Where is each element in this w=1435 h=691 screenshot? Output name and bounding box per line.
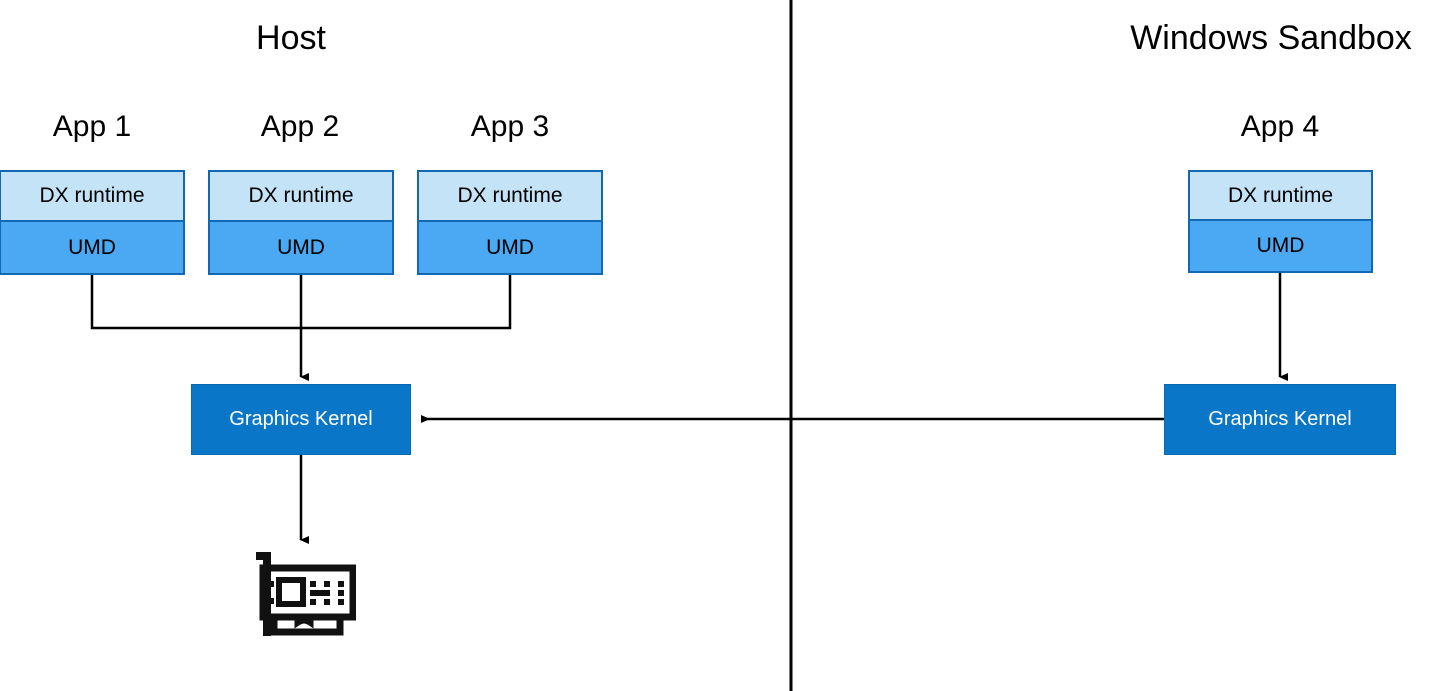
app-title-app-2: App 2 [260, 110, 340, 143]
app-title-app-4: App 4 [1240, 110, 1320, 143]
app-stack-app-1: DX runtime UMD [0, 170, 185, 275]
app-title-app-3: App 3 [470, 110, 550, 143]
layer-dx-runtime-app-3: DX runtime [419, 172, 601, 222]
graphics-kernel-sandbox: Graphics Kernel [1164, 384, 1396, 455]
layer-umd-app-3: UMD [419, 222, 601, 273]
app-stack-app-4: DX runtime UMD [1188, 170, 1373, 273]
connector-app1-to-host-kernel [90, 275, 301, 330]
app-title-app-1: App 1 [52, 110, 132, 143]
layer-umd-app-1: UMD [1, 222, 183, 273]
layer-umd-app-2: UMD [210, 222, 392, 273]
zone-title-host: Host [256, 19, 326, 57]
layer-dx-runtime-app-2: DX runtime [210, 172, 392, 222]
layer-dx-runtime-app-4: DX runtime [1190, 172, 1371, 221]
app-stack-app-3: DX runtime UMD [417, 170, 603, 275]
connector-app3-to-host-kernel [301, 275, 512, 330]
graphics-kernel-host: Graphics Kernel [191, 384, 411, 455]
zone-title-windows-sandbox: Windows Sandbox [1130, 19, 1412, 57]
app-stack-app-2: DX runtime UMD [208, 170, 394, 275]
layer-dx-runtime-app-1: DX runtime [1, 172, 183, 222]
layer-umd-app-4: UMD [1190, 221, 1371, 271]
gpu-card-icon [256, 552, 356, 636]
